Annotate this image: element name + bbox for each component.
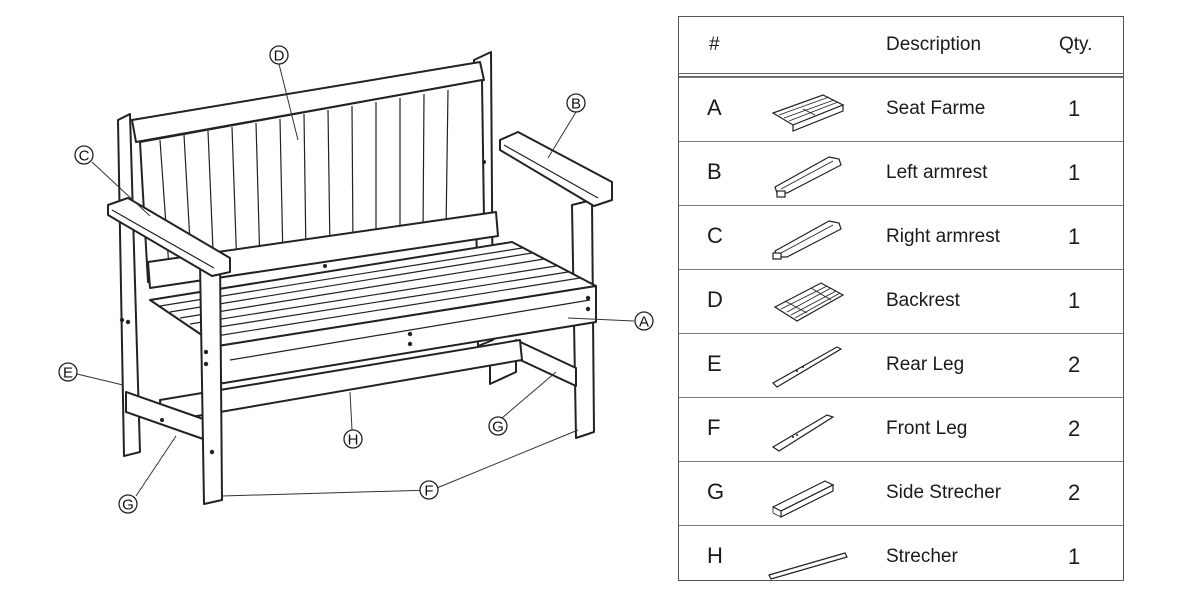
rear-leg-icon	[772, 346, 843, 388]
svg-text:G: G	[122, 497, 134, 514]
table-row: F Front Leg 2	[679, 397, 1123, 460]
part-description: Rear Leg	[886, 354, 965, 375]
part-qty: 2	[1068, 352, 1081, 377]
backrest-icon	[773, 282, 845, 322]
left-armrest-icon	[774, 156, 842, 198]
seat-frame-icon	[771, 94, 845, 132]
table-row: D Backrest 1	[679, 269, 1123, 332]
side-stretcher-right	[515, 339, 577, 387]
part-qty: 1	[1068, 96, 1081, 121]
table-row: G Side Strecher 2	[679, 461, 1123, 524]
part-code: H	[707, 543, 723, 568]
part-description: Seat Farme	[886, 98, 986, 119]
part-description: Left armrest	[886, 162, 988, 183]
part-qty: 1	[1068, 160, 1081, 185]
armrest-right-c	[107, 197, 231, 277]
part-description: Backrest	[886, 290, 960, 311]
header-number: #	[709, 34, 720, 55]
part-code: B	[707, 159, 722, 184]
front-leg-icon	[771, 414, 835, 452]
callout-h: H	[343, 429, 363, 449]
part-qty: 1	[1068, 288, 1081, 313]
right-armrest-icon	[772, 220, 842, 260]
part-description: Side Strecher	[886, 482, 1002, 503]
front-leg-left	[199, 255, 223, 505]
callout-g-left: G	[118, 494, 138, 514]
callout-e: E	[58, 362, 78, 382]
header-qty: Qty.	[1059, 34, 1093, 55]
part-qty: 1	[1068, 224, 1081, 249]
header-description: Description	[886, 34, 982, 55]
svg-text:E: E	[63, 365, 73, 382]
leader-lines	[76, 63, 635, 497]
svg-text:G: G	[492, 419, 504, 436]
part-code: A	[707, 95, 722, 120]
table-row: C Right armrest 1	[679, 205, 1123, 268]
part-qty: 2	[1068, 480, 1081, 505]
callout-b: B	[566, 93, 586, 113]
bench-assembly-diagram: D B C A E G H F G	[58, 45, 654, 514]
svg-text:D: D	[274, 48, 285, 65]
table-header: # Description Qty.	[679, 17, 1123, 73]
side-stretcher-icon	[771, 480, 835, 518]
part-code: E	[707, 351, 722, 376]
stretcher-icon	[768, 552, 848, 580]
part-description: Front Leg	[886, 418, 968, 439]
part-qty: 2	[1068, 416, 1081, 441]
svg-text:B: B	[571, 96, 581, 113]
callout-c: C	[74, 145, 94, 165]
callout-a: A	[634, 311, 654, 331]
part-code: C	[707, 223, 723, 248]
callout-d: D	[269, 45, 289, 65]
seat-frame	[149, 241, 597, 385]
table-row: H Strecher 1	[679, 525, 1123, 588]
part-code: F	[707, 415, 721, 440]
callout-f: F	[419, 480, 439, 500]
svg-text:A: A	[639, 314, 649, 331]
part-qty: 1	[1068, 544, 1081, 569]
table-row: A Seat Farme 1	[679, 77, 1123, 140]
svg-text:F: F	[424, 483, 433, 500]
table-row: B Left armrest 1	[679, 141, 1123, 204]
table-row: E Rear Leg 2	[679, 333, 1123, 396]
parts-table: # Description Qty. A Seat Farme 1 B Left…	[678, 16, 1124, 581]
armrest-left-b	[499, 131, 613, 207]
callout-g-right: G	[488, 416, 508, 436]
part-description: Right armrest	[886, 226, 1001, 247]
svg-text:H: H	[348, 432, 359, 449]
part-description: Strecher	[886, 546, 958, 567]
part-code: G	[707, 479, 725, 504]
svg-text:C: C	[79, 148, 90, 165]
part-code: D	[707, 287, 723, 312]
header-divider	[679, 73, 1123, 77]
